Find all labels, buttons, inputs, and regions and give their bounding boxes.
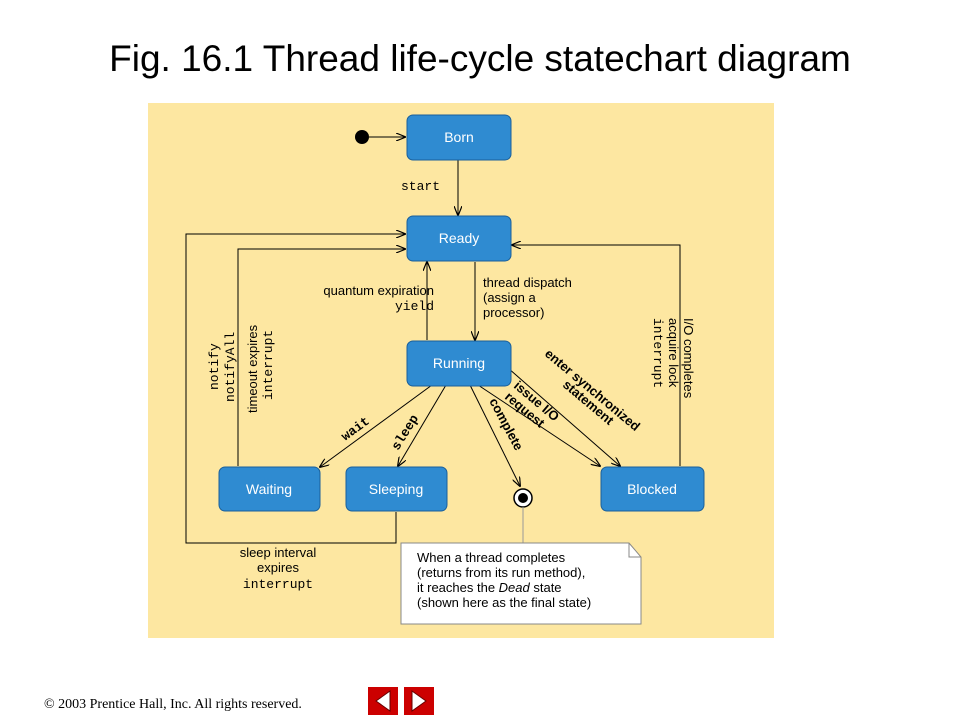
state-running-label: Running	[433, 355, 485, 371]
thread-dispatch-label-2: (assign a	[483, 290, 537, 305]
notify-label: notify	[207, 343, 222, 390]
yield-label: yield	[395, 299, 434, 314]
state-running: Running	[406, 340, 512, 387]
blocked-interrupt-label: interrupt	[650, 318, 665, 388]
state-waiting: Waiting	[218, 466, 321, 512]
waiting-interrupt-label: interrupt	[261, 330, 276, 400]
right-arrow-icon	[411, 690, 427, 712]
final-state-dot	[518, 493, 528, 503]
note-line-1: When a thread completes	[417, 550, 566, 565]
io-completes-label: I/O completes	[681, 318, 696, 399]
state-blocked-label: Blocked	[627, 481, 677, 497]
complete-transition	[469, 384, 520, 486]
dead-state-note: When a thread completes (returns from it…	[400, 542, 642, 625]
state-born: Born	[406, 114, 512, 161]
state-born-label: Born	[444, 129, 474, 145]
timeout-expires-label: timeout expires	[245, 324, 260, 413]
start-label: start	[401, 179, 440, 194]
note-line-3: it reaches the Dead state	[417, 580, 562, 595]
enter-sync-label-1: enter synchronized	[542, 346, 643, 434]
sleep-interval-label-1: sleep interval	[240, 545, 317, 560]
state-ready-label: Ready	[439, 230, 479, 246]
state-sleeping: Sleeping	[345, 466, 448, 512]
state-sleeping-label: Sleeping	[369, 481, 424, 497]
sync-transition	[507, 367, 620, 466]
note-line-4: (shown here as the final state)	[417, 595, 591, 610]
thread-dispatch-label-1: thread dispatch	[483, 275, 572, 290]
thread-dispatch-label-3: processor)	[483, 305, 544, 320]
prev-slide-button[interactable]	[368, 687, 398, 715]
notifyall-label: notifyAll	[223, 332, 238, 402]
sleep-label: sleep	[389, 412, 422, 453]
quantum-expiration-label: quantum expiration	[323, 283, 434, 298]
io-transition	[477, 384, 600, 466]
left-arrow-icon	[375, 690, 391, 712]
page-title: Fig. 16.1 Thread life-cycle statechart d…	[109, 38, 851, 79]
waiting-to-ready-transition	[237, 249, 405, 466]
sleep-interval-label-2: expires	[257, 560, 299, 575]
note-line-2: (returns from its run method),	[417, 565, 585, 580]
state-ready: Ready	[406, 215, 512, 262]
sleep-interval-interrupt-label: interrupt	[243, 577, 313, 592]
initial-state-dot	[355, 130, 369, 144]
copyright-footer: © 2003 Prentice Hall, Inc. All rights re…	[44, 697, 302, 712]
sleep-transition	[398, 384, 447, 466]
wait-transition	[320, 384, 433, 467]
sleeping-to-ready-transition	[185, 234, 405, 544]
blocked-to-ready-transition	[512, 245, 681, 466]
next-slide-button[interactable]	[404, 687, 434, 715]
state-waiting-label: Waiting	[246, 481, 292, 497]
state-blocked: Blocked	[600, 466, 705, 512]
wait-label: wait	[339, 414, 373, 444]
acquire-lock-label: acquire lock	[666, 318, 681, 388]
